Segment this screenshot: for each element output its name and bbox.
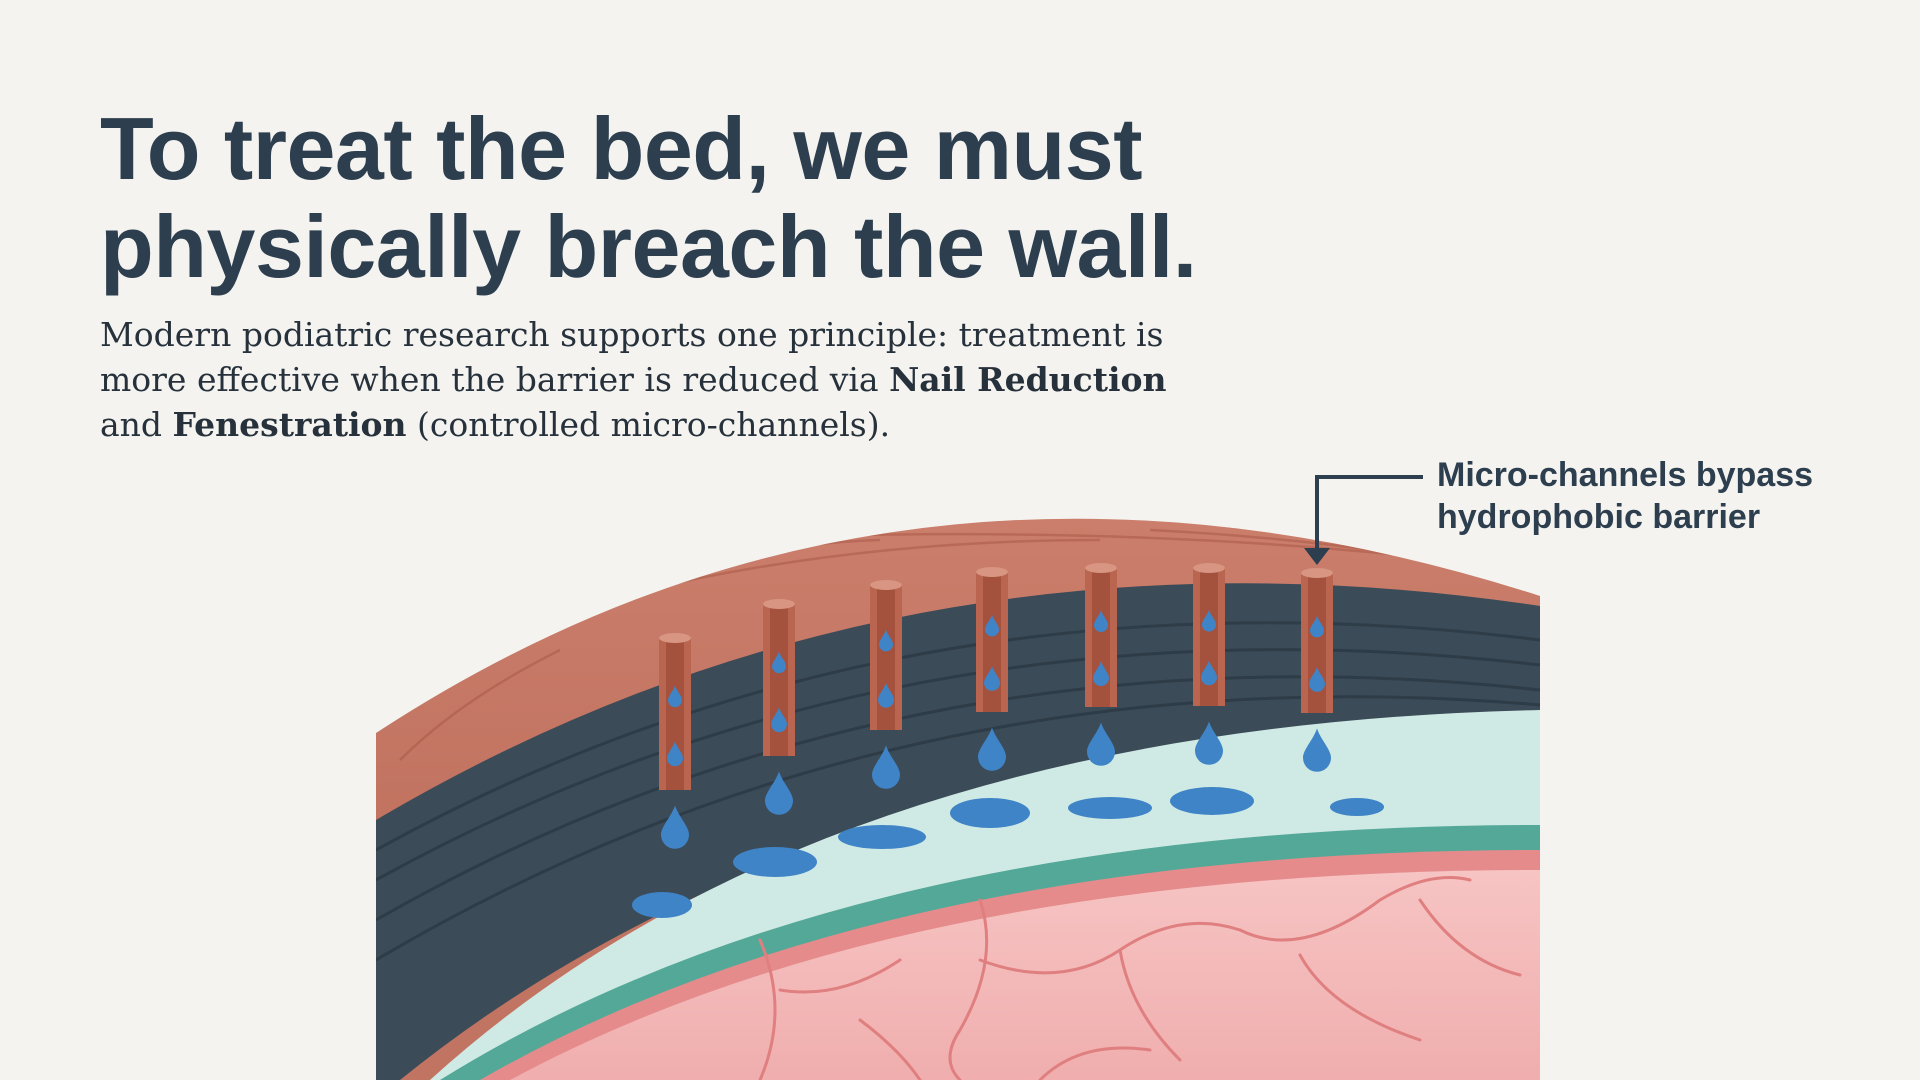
barrier-layer-striations [376, 621, 1540, 962]
channel-opening [763, 599, 795, 609]
micro-channel-1 [659, 633, 691, 790]
channel-droplet-icon [1310, 615, 1324, 638]
channel-droplet-icon [879, 629, 893, 652]
falling-droplet-icon [978, 727, 1006, 771]
channel-droplet-icon [1094, 610, 1108, 632]
slide-title-line-2: physically breach the wall. [100, 197, 1197, 296]
micro-channel-3 [870, 580, 902, 730]
falling-droplet-icon [765, 771, 793, 815]
channel-droplet-icon [1202, 609, 1216, 632]
channel-opening [870, 580, 902, 590]
callout-line-2: hydrophobic barrier [1437, 498, 1761, 536]
channel-droplet-icon [985, 614, 1000, 637]
nail-bed [510, 870, 1540, 1080]
micro-channel-5 [1085, 563, 1117, 707]
pooled-droplet-icon [838, 825, 926, 849]
channel-opening [659, 633, 691, 643]
callout-pointer-arrow [1315, 475, 1423, 550]
pooled-droplet-icon [950, 798, 1030, 828]
channel-opening [1085, 563, 1117, 573]
slide-title-line-1: To treat the bed, we must [100, 99, 1143, 198]
callout-label: Micro-channels bypass hydrophobic barrie… [1437, 454, 1837, 538]
micro-channel-7 [1301, 568, 1333, 713]
channel-bore [1308, 577, 1326, 713]
channel-droplet-icon [878, 682, 894, 708]
channel-opening [976, 567, 1008, 577]
arrow-head-icon [1304, 548, 1330, 565]
falling-droplet-icon [661, 805, 689, 849]
pooled-droplet-icon [1170, 787, 1254, 815]
pooled-droplets [632, 721, 1384, 918]
nail-reduction-term: Nail Reduction [889, 360, 1167, 399]
channel-bore [1092, 572, 1110, 707]
pooled-droplet-icon [1068, 797, 1152, 819]
channel-droplet-icon [1093, 661, 1109, 687]
blood-vessels [758, 876, 1522, 1080]
body-line-2: more effective when the barrier is reduc… [100, 357, 1200, 402]
channel-droplet-icon [667, 741, 683, 767]
callout-line-1: Micro-channels bypass [1437, 456, 1814, 494]
channel-droplet-icon [771, 707, 787, 733]
channel-droplet-icon [984, 666, 1000, 691]
channel-droplet-icon [1201, 660, 1217, 686]
body-line-3-prefix: and [100, 405, 173, 444]
pooled-droplet-icon [632, 892, 692, 918]
body-line-3: and Fenestration (controlled micro-chann… [100, 402, 1200, 447]
slide-title: To treat the bed, we must physically bre… [100, 100, 1300, 296]
channel-bore [983, 576, 1001, 712]
body-line-1: Modern podiatric research supports one p… [100, 315, 1164, 354]
micro-channels [659, 563, 1333, 790]
falling-droplet-icon [1195, 721, 1223, 765]
falling-droplet-icon [872, 745, 901, 789]
body-line-2-prefix: more effective when the barrier is reduc… [100, 360, 890, 399]
channel-bore [877, 589, 895, 730]
channel-opening [1301, 568, 1333, 578]
falling-droplet-icon [1303, 728, 1332, 772]
channel-bore [666, 642, 684, 790]
micro-channel-4 [976, 567, 1008, 712]
body-paragraph: Modern podiatric research supports one p… [100, 312, 1200, 447]
body-line-3-suffix: (controlled micro-channels). [406, 405, 891, 444]
channel-droplet-icon [1309, 667, 1325, 692]
channel-bore [1200, 572, 1218, 706]
falling-droplet-icon [1087, 722, 1115, 766]
channel-opening [1193, 563, 1225, 573]
pooled-droplet-icon [733, 847, 817, 877]
micro-channel-2 [763, 599, 795, 756]
channel-droplet-icon [668, 685, 682, 708]
channel-bore [770, 608, 788, 756]
pooled-droplet-icon [1330, 798, 1384, 816]
fenestration-term: Fenestration [172, 405, 407, 444]
micro-channel-6 [1193, 563, 1225, 706]
channel-droplet-icon [772, 651, 786, 674]
